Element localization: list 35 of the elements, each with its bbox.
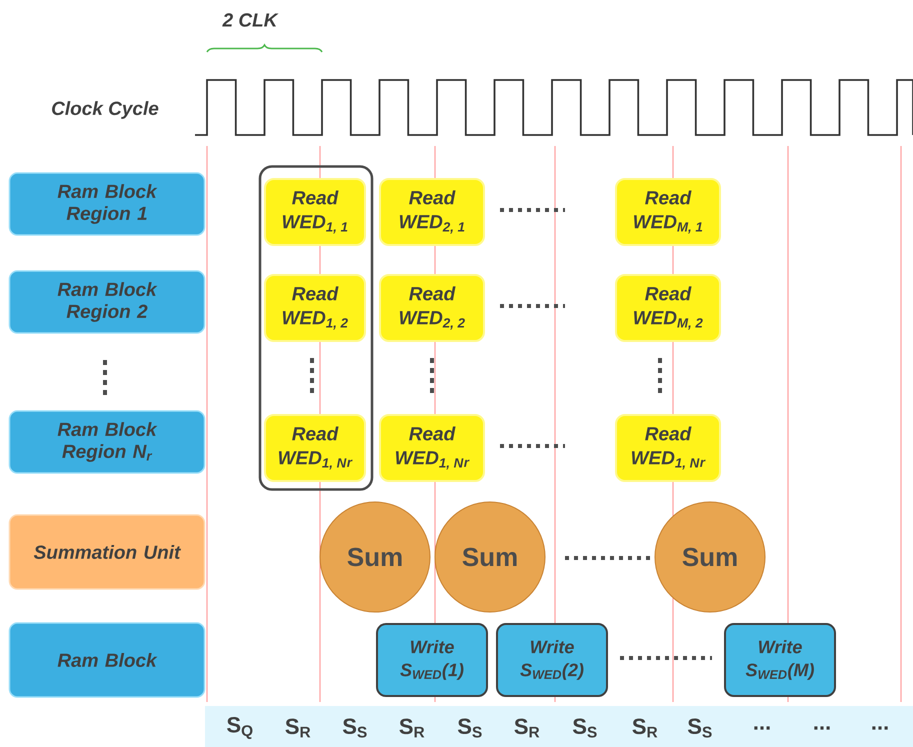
unit-box: Summation Unit [8, 514, 206, 590]
brace-label: 2 CLK [222, 13, 279, 27]
state-label: S$_{Q}$ [227, 717, 252, 739]
state-label: S$_{S}$ [342, 718, 367, 738]
write-box: Write S$_{WED}$(2) [496, 623, 608, 697]
read-box: Read WED$_{1, Nr}$ [615, 414, 721, 482]
state-label: S$_{R}$ [285, 718, 310, 738]
read-box: Read WED$_{M, 2}$ [615, 274, 721, 342]
read-box: Read WED$_{2, 1}$ [379, 178, 485, 246]
read-box: Read WED$_{M, 1}$ [615, 178, 721, 246]
read-box: Read WED$_{2, 2}$ [379, 274, 485, 342]
sum-ball: Sum [434, 502, 546, 612]
sum-ball: Sum [654, 502, 766, 612]
state-label: ... [814, 726, 830, 730]
region-box: Ram Block Region 1 [8, 172, 206, 236]
state-label: S$_{R}$ [632, 718, 658, 738]
read-box: Read WED$_{1, Nr}$ [379, 414, 485, 482]
region-box: Ram Block Region N$_{r}$ [8, 410, 206, 474]
read-box: Read WED$_{1, 2}$ [264, 274, 366, 342]
state-label: S$_{R}$ [514, 718, 540, 738]
region-box: Ram Block Region 2 [8, 270, 206, 334]
sum-ball: Sum [320, 502, 430, 612]
region-box: Ram Block [8, 622, 206, 698]
read-box: Read WED$_{1, Nr}$ [264, 414, 366, 482]
state-label: ... [872, 726, 888, 730]
read-box: Read WED$_{1, 1}$ [264, 178, 366, 246]
state-label: ... [754, 726, 770, 730]
state-label: S$_{S}$ [458, 718, 482, 738]
row-label: Clock Cycle [52, 101, 158, 119]
state-label: S$_{S}$ [688, 718, 712, 738]
write-box: Write S$_{WED}$(M) [724, 623, 836, 697]
state-label: S$_{R}$ [399, 718, 424, 738]
column-frame [258, 165, 374, 491]
state-label: S$_{S}$ [572, 718, 597, 738]
write-box: Write S$_{WED}$(1) [376, 623, 488, 697]
